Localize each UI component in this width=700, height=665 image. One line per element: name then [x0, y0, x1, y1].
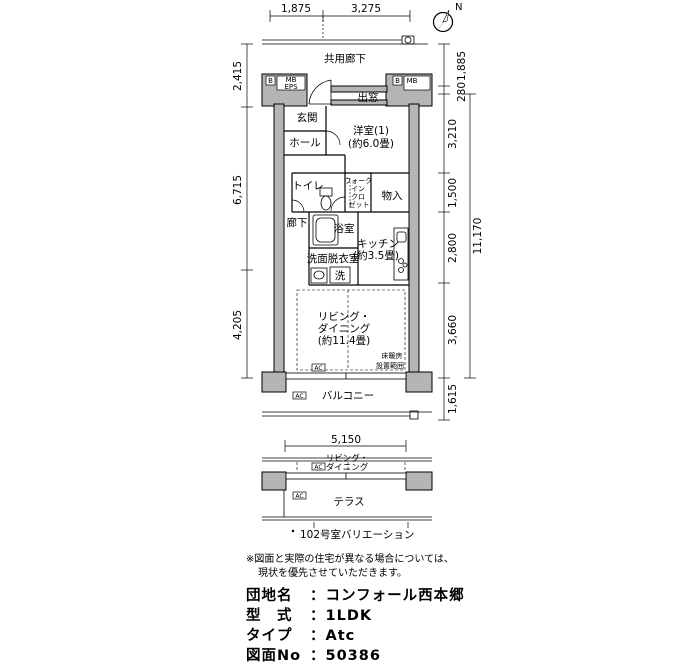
hallway-label: 廊下 — [287, 216, 308, 229]
property-info: 団地名 ：コンフォール西本郷 型 式 ：1LDK タイプ ：Atc 図面No ：5038… — [246, 584, 465, 664]
ac-label-ldk: AC — [314, 365, 322, 372]
wic-label-2: イン — [351, 185, 365, 193]
dim-top-2: 3,275 — [351, 3, 381, 15]
hall-label: ホール — [289, 137, 321, 149]
kitchen-label: キッチン — [357, 238, 399, 250]
var-ldk-label-1: リビング・ — [326, 453, 369, 464]
info-row-subtype: タイプ ：Atc — [246, 624, 465, 644]
floor-heating-area — [296, 289, 406, 371]
floor-heat-label-2: 設置範囲 — [376, 361, 404, 370]
dim-right-1: 1,885 — [456, 51, 468, 81]
ac-box-balcony — [292, 391, 307, 400]
dim-right-3: 3,210 — [447, 119, 459, 149]
dim-right-6: 3,660 — [447, 315, 459, 345]
dim-left-3: 4,205 — [232, 310, 244, 340]
mb-label-right: MB — [407, 77, 418, 85]
info-label-name: 団地名 — [246, 588, 293, 604]
washroom-label: 洗面脱衣室 — [307, 252, 360, 265]
b-label-right: B — [395, 77, 400, 85]
western-room-label: 洋室(1) — [353, 124, 389, 137]
dim-right-7: 1,615 — [447, 384, 459, 414]
north-arrow-icon — [432, 9, 454, 33]
balcony-outline — [262, 410, 432, 420]
kitchen-counter — [393, 227, 409, 281]
variation-caption-dot — [291, 529, 295, 533]
ldk-label-2: ダイニング — [318, 322, 371, 335]
western-room-size: (約6.0畳) — [348, 137, 394, 150]
top-dimension-lines — [269, 10, 411, 40]
dim-right-total: 11,170 — [472, 218, 484, 255]
dim-bottom: 5,150 — [331, 434, 361, 446]
wic-label-4: ゼット — [349, 200, 370, 209]
info-row-name: 団地名 ：コンフォール西本郷 — [246, 584, 465, 604]
terrace-label: テラス — [333, 496, 364, 508]
info-value-name: ：コンフォール西本郷 — [310, 588, 465, 604]
dim-right-5: 2,800 — [447, 233, 459, 263]
info-label-subtype: タイプ — [246, 628, 293, 644]
washbasin-icon — [310, 267, 328, 284]
info-value-drawing-no: ：50386 — [310, 648, 381, 664]
floor-plan-drawing: 1,875 3,275 N 共用廊下 2,415 6,715 4,205 — [232, 2, 484, 541]
bottom-dimension-line — [284, 440, 407, 452]
variation-caption-ticks — [313, 522, 409, 528]
info-row-drawing-no: 図面No ：50386 — [246, 644, 465, 664]
ldk-label-1: リビング・ — [318, 310, 371, 323]
var-ac-label-2: AC — [295, 493, 303, 500]
info-value-type: ：1LDK — [310, 608, 373, 624]
kitchen-size: (約3.5畳) — [353, 249, 399, 262]
dim-left-1: 2,415 — [232, 61, 244, 91]
washer-pan — [329, 266, 351, 284]
ldk-size: (約11.4畳) — [318, 334, 371, 347]
mb-boxes — [265, 75, 431, 91]
floor-heat-label-1: 床暖房 — [382, 351, 403, 360]
north-label: N — [455, 2, 462, 13]
variation-plan — [261, 457, 433, 521]
left-dimension-lines — [241, 43, 253, 379]
info-label-type: 型 式 — [246, 608, 293, 624]
dim-left-2: 6,715 — [232, 175, 244, 205]
dim-top-1: 1,875 — [281, 3, 311, 15]
variation-caption: 102号室バリエーション — [300, 528, 414, 541]
corridor-label: 共用廊下 — [324, 52, 366, 65]
bathtub-icon — [312, 214, 339, 246]
corridor-edge — [262, 35, 428, 45]
storage-label: 物入 — [382, 189, 403, 202]
ac-box-ldk — [311, 363, 326, 372]
eps-label: EPS — [284, 83, 298, 91]
info-value-subtype: ：Atc — [310, 628, 356, 644]
toilet-icon — [319, 187, 333, 211]
var-ldk-label-2: ダイニング — [326, 462, 369, 473]
toilet-label: トイレ — [292, 180, 324, 192]
info-label-drawing-no: 図面No — [246, 648, 302, 664]
interior-doors — [291, 130, 346, 213]
dim-right-2: 280 — [456, 82, 468, 102]
ac-label-balcony: AC — [295, 393, 303, 400]
mb-label-left: MB — [286, 76, 297, 84]
entrance-label: 玄関 — [297, 111, 318, 124]
info-row-type: 型 式 ：1LDK — [246, 604, 465, 624]
dim-right-4: 1,500 — [447, 178, 459, 208]
washer-label: 洗 — [335, 270, 346, 282]
bay-window-label: 出窓 — [358, 91, 379, 104]
var-ac-label-1: AC — [314, 464, 322, 471]
wic-label-3: クロ — [351, 193, 365, 201]
b-label-left: B — [268, 77, 273, 85]
entrance-door — [308, 79, 332, 105]
disclaimer-line-2: 現状を優先させていただきます。 — [258, 568, 407, 579]
bathroom-label: 浴室 — [334, 222, 355, 235]
wic-label-1: ウォーク — [344, 177, 372, 185]
disclaimer-line-1: ※図面と実際の住宅が異なる場合については、 — [246, 554, 454, 565]
disclaimer-note: ※図面と実際の住宅が異なる場合については、 現状を優先させていただきます。 — [246, 553, 546, 581]
balcony-label: バルコニー — [322, 390, 374, 402]
right-dimension-lines — [438, 43, 476, 421]
balcony-window — [285, 372, 407, 380]
